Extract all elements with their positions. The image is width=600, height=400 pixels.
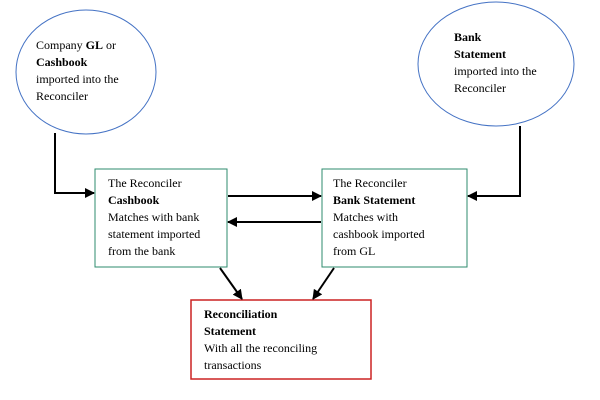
- reconciliation-title-line1: Reconciliation: [204, 307, 278, 321]
- arrow-cashbook-to-reconciliation: [219, 267, 243, 300]
- gl-source-or: or: [103, 38, 117, 52]
- cashbook-reconciler-line1: The Reconciler: [108, 176, 182, 190]
- bank-reconciler-line1: The Reconciler: [333, 176, 407, 190]
- gl-source-text: Company GL or Cashbook imported into the…: [36, 37, 119, 105]
- bank-reconciler-box: [321, 168, 468, 268]
- reconciliation-line3: With all the reconciling: [204, 341, 318, 355]
- bank-source-line3: imported into the: [454, 64, 537, 78]
- bank-reconciler-title: Bank Statement: [333, 193, 416, 207]
- bank-source-line4: Reconciler: [454, 81, 506, 95]
- gl-source-line1: Company GL or: [36, 37, 119, 54]
- bank-reconciler-text: The Reconciler Bank Statement Matches wi…: [333, 175, 425, 260]
- reconciliation-statement-box: [190, 299, 372, 380]
- bank-reconciler-line3: Matches with: [333, 210, 398, 224]
- cashbook-reconciler-line4: statement imported: [108, 227, 201, 241]
- gl-source-line4: Reconciler: [36, 89, 88, 103]
- bank-reconciler-line4: cashbook imported: [333, 227, 425, 241]
- reconciliation-statement-text: Reconciliation Statement With all the re…: [204, 306, 317, 374]
- cashbook-reconciler-line3: Matches with bank: [108, 210, 200, 224]
- reconciliation-line4: transactions: [204, 358, 262, 372]
- gl-source-line3: imported into the: [36, 72, 119, 86]
- gl-source-ellipse: [15, 9, 157, 135]
- reconciliation-title-line2: Statement: [204, 324, 256, 338]
- arrow-bank-to-bankstatement: [467, 126, 521, 201]
- gl-source-cashbook: Cashbook: [36, 55, 88, 69]
- bank-source-text: Bank Statement imported into the Reconci…: [454, 29, 537, 97]
- gl-source-gl: GL: [85, 38, 104, 52]
- arrow-gl-to-cashbook: [54, 133, 95, 198]
- cashbook-reconciler-text: The Reconciler Cashbook Matches with ban…: [108, 175, 200, 260]
- cashbook-reconciler-line5: from the bank: [108, 244, 176, 258]
- bank-reconciler-line5: from GL: [333, 244, 376, 258]
- bank-source-ellipse: [417, 1, 575, 127]
- cashbook-reconciler-box: [94, 168, 228, 268]
- bank-source-statement: Statement: [454, 47, 506, 61]
- gl-source-company: Company: [36, 38, 86, 52]
- cashbook-reconciler-title: Cashbook: [108, 193, 160, 207]
- arrow-bankstatement-to-reconciliation: [312, 267, 335, 300]
- bank-source-bank: Bank: [454, 30, 482, 44]
